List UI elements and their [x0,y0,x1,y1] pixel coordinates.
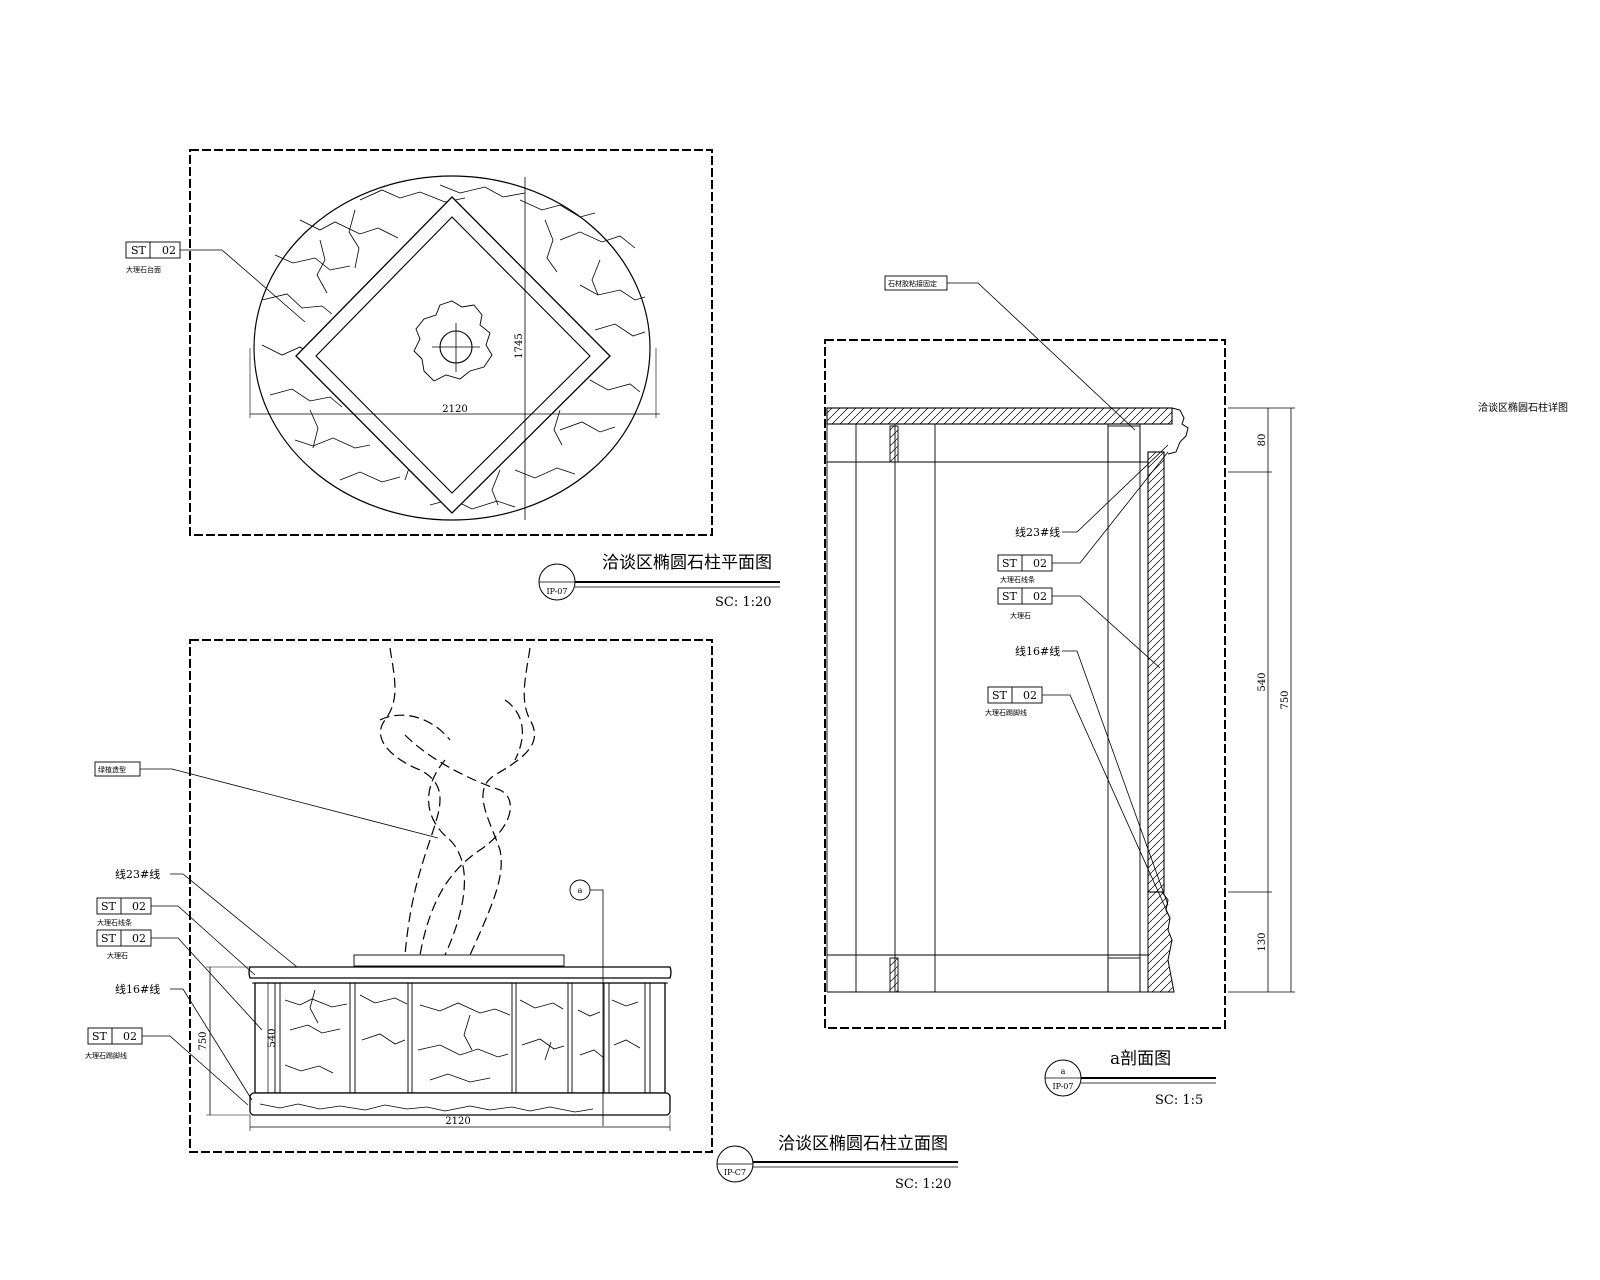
elevation-section-marker: a [569,879,604,1126]
elevation-label-23: 线23#线 [115,867,160,881]
elevation-tag-3: ST 02 大理石踢脚线 [85,1027,249,1106]
plan-diamond-outer [295,196,611,514]
elevation-dim-height: 750 [198,1031,209,1050]
elevation-dim-inner: 540 [267,1028,278,1047]
section-tag-2-num: 02 [1033,590,1047,603]
elevation-tag-1: ST 02 大理石线条 [96,897,256,976]
section-dimensions [1228,407,1295,993]
elevation-plant-note-text: 绿植造型 [98,765,126,774]
plan-view: 2120 1745 ST 02 大理石台面 IP-07 洽谈区椭圆石柱平面图 S… [125,149,780,610]
section-tag-3: ST 02 大理石踢脚线 [985,686,1171,919]
plan-title-block: IP-07 洽谈区椭圆石柱平面图 SC: 1:20 [538,553,780,610]
elevation-dim-width: 2120 [445,1116,470,1127]
section-inner-structure [826,408,1172,993]
section-dim-top: 80 [1257,434,1268,447]
plan-frame [189,149,713,536]
section-right-wall [1147,451,1165,893]
plan-mark: IP-07 [547,587,568,596]
elevation-title-block: IP-C7 洽谈区椭圆石柱立面图 SC: 1:20 [716,1134,958,1192]
elevation-tag-3-note: 大理石踢脚线 [85,1051,127,1060]
plan-material-tag: ST 02 大理石台面 [125,241,306,323]
section-top-note: 石材胶粘接固定 [884,275,1136,431]
elevation-leader-16 [170,988,253,1101]
plan-scale: SC: 1:20 [715,595,772,610]
section-tag-1-code: ST [1002,557,1018,570]
section-title-block: a IP-07 a剖面图 SC: 1:5 [1044,1049,1216,1108]
elevation-plant-base [353,954,565,967]
section-leader-23 [1062,444,1169,533]
section-dim-bottom: 130 [1257,932,1268,951]
elevation-plant-outline [379,647,536,956]
elevation-frame [189,639,713,1153]
section-tag-3-note: 大理石踢脚线 [985,708,1027,717]
plan-tag-note: 大理石台面 [126,265,161,274]
plan-diamond-inner [315,216,591,494]
plan-rock-outline [413,300,493,382]
section-bottom-profile [1147,891,1175,993]
elevation-title: 洽谈区椭圆石柱立面图 [778,1134,948,1154]
plan-marble-veins [261,184,646,510]
section-tag-2-code: ST [1002,590,1018,603]
plan-dim-depth: 1745 [514,333,525,358]
section-top-profile [1167,407,1189,455]
plan-ellipse [253,175,651,521]
section-title: a剖面图 [1110,1049,1171,1069]
plan-tag-num: 02 [162,244,176,257]
sheet-title: 洽谈区椭圆石柱详图 [1478,401,1568,414]
section-tag-3-num: 02 [1023,689,1037,702]
section-label-23: 线23#线 [1015,525,1060,539]
elevation-label-16: 线16#线 [115,982,160,996]
section-scale: SC: 1:5 [1155,1093,1203,1108]
elevation-tag-3-code: ST [92,1030,108,1043]
elevation-view: 2120 750 540 绿植造型 a 线23#线 ST 02 大理石线条 [85,639,958,1192]
plan-dim-width: 2120 [442,404,467,415]
elevation-mark: IP-C7 [724,1168,746,1177]
section-tag-1: ST 02 大理石线条 [997,451,1169,584]
plan-title: 洽谈区椭圆石柱平面图 [602,553,772,573]
elevation-tag-1-num: 02 [132,900,146,913]
elevation-section-mark-text: a [578,886,583,895]
section-label-16: 线16#线 [1015,644,1060,658]
section-frame [824,339,1226,1029]
section-view: 80 540 130 750 石材胶粘接固定 线23#线 ST 02 大理石线条… [824,275,1295,1108]
section-tag-2-note: 大理石 [1010,611,1031,620]
elevation-base [249,1092,671,1116]
elevation-tag-1-code: ST [101,900,117,913]
elevation-tag-1-note: 大理石线条 [97,918,132,927]
section-leader-16 [1062,650,1169,906]
plan-tag-code: ST [131,244,147,257]
section-dim-middle: 540 [1257,672,1268,691]
elevation-base-texture [259,1103,594,1113]
section-top-note-text: 石材胶粘接固定 [888,279,937,288]
elevation-tag-3-num: 02 [123,1030,137,1043]
elevation-tag-2-code: ST [101,932,117,945]
section-tag-2: ST 02 大理石 [997,587,1161,669]
elevation-body [254,982,666,1094]
section-mark-bottom: IP-07 [1053,1082,1074,1091]
elevation-top-cap [248,966,672,979]
elevation-plant-note: 绿植造型 [94,761,439,839]
section-tag-3-code: ST [992,689,1008,702]
section-mark-top: a [1061,1067,1066,1076]
elevation-marble-veins [284,989,641,1083]
elevation-leader-23 [170,873,298,968]
elevation-scale: SC: 1:20 [895,1177,952,1192]
elevation-tag-2-num: 02 [132,932,146,945]
elevation-tag-2-note: 大理石 [107,951,128,960]
elevation-vertical-joints [274,983,651,1093]
section-tag-1-num: 02 [1033,557,1047,570]
elevation-tag-2: ST 02 大理石 [96,929,263,1031]
section-tag-1-note: 大理石线条 [1000,575,1035,584]
section-dim-total: 750 [1280,690,1291,709]
